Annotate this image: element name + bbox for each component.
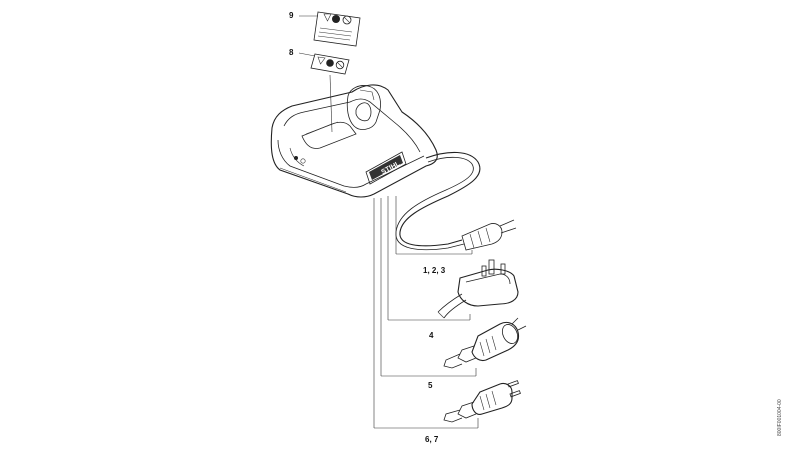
callout-9: 9 [289, 11, 294, 20]
book-symbol-icon [332, 15, 340, 23]
prohibition-slash-icon [337, 62, 343, 68]
euro-plug-body [461, 223, 503, 251]
power-cable-euro [395, 151, 517, 251]
charger-outer-shell [270, 84, 438, 198]
prohibition-icon [335, 60, 345, 70]
warning-label-8 [298, 52, 350, 75]
brand-plate [365, 151, 407, 185]
uk-plug-pin [481, 265, 487, 277]
au-plug [443, 317, 527, 369]
callout-8: 8 [289, 48, 294, 57]
uk-plug-pin [500, 263, 506, 275]
uk-plug-cord [437, 293, 463, 313]
us-plug [443, 380, 521, 423]
callout-5: 5 [428, 381, 433, 390]
au-plug-body [471, 321, 520, 362]
led-indicator-icon [294, 156, 298, 160]
us-plug-body [471, 382, 513, 415]
leader-line-8-to-charger [329, 74, 333, 133]
warning-triangle-icon [317, 56, 326, 65]
us-plug-blade [507, 380, 519, 388]
uk-plug [437, 259, 519, 319]
callout-1-2-3: 1, 2, 3 [423, 266, 446, 275]
cable-cord [399, 151, 481, 247]
document-reference: 800IF001004-00 [777, 399, 783, 436]
charger-mount [346, 85, 381, 130]
uk-plug-body [457, 268, 519, 307]
warning-triangle-icon [323, 13, 332, 22]
au-plug-pin [517, 325, 527, 331]
uk-plug-earth-pin [488, 259, 495, 275]
euro-plug-pin [500, 227, 517, 234]
euro-plug-pin [499, 219, 515, 227]
us-plug-cord [457, 401, 477, 419]
callout-6-7: 6, 7 [425, 435, 439, 444]
battery-status-icon [300, 158, 306, 164]
au-plug-cord [457, 345, 477, 363]
leader-line-8 [298, 52, 316, 57]
warning-label-9 [299, 11, 361, 47]
charger-bay [301, 121, 357, 149]
charger-front-face [277, 139, 425, 188]
us-plug-blade [509, 390, 521, 398]
label-8-outline [310, 53, 350, 75]
callout-4: 4 [429, 331, 434, 340]
bracket-lines [373, 196, 479, 429]
book-symbol-icon [326, 59, 334, 67]
charger-body: STIHL [270, 84, 438, 198]
prohibition-icon [342, 15, 352, 25]
au-plug-pin [511, 317, 519, 325]
prohibition-slash-icon [343, 16, 351, 24]
